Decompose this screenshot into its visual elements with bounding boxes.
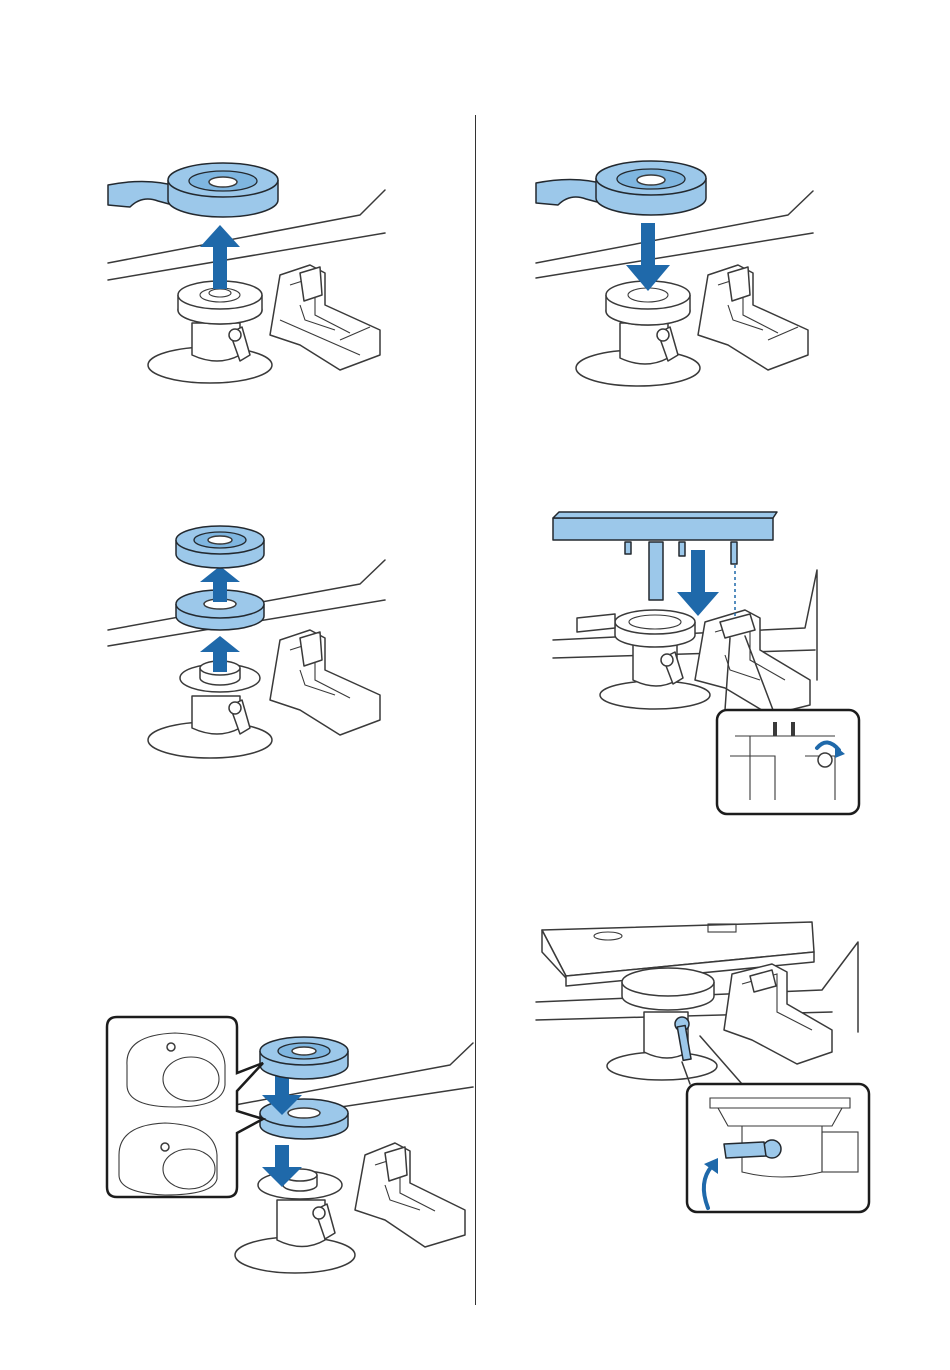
screw-icon (818, 753, 832, 767)
figure-4-attach-platen (545, 510, 865, 820)
bracket-assembly (698, 265, 808, 370)
figure-1-remove-spacer (100, 155, 400, 400)
spindle-hub (622, 968, 714, 1010)
bracket-assembly (270, 630, 380, 735)
bracket-assembly (695, 610, 810, 715)
zoom-inset-screw (717, 710, 859, 814)
bracket-assembly (724, 964, 832, 1064)
pin-icon (161, 1143, 169, 1151)
zoom-inset-ring-alignment (107, 1017, 263, 1197)
upper-ring (260, 1037, 348, 1079)
figure-2-install-spacer (528, 163, 828, 403)
zoom-inset-lever (687, 1084, 869, 1212)
bracket-assembly (270, 265, 380, 370)
spindle-hub (615, 610, 695, 647)
figure-5-place-rings (105, 1015, 475, 1280)
pin-icon (167, 1043, 175, 1051)
figure-6-tighten-lever (532, 912, 872, 1218)
upper-ring (176, 526, 264, 568)
figure-3-remove-rings (100, 518, 400, 768)
arrow-up-icon (200, 225, 240, 289)
bracket-assembly (355, 1143, 465, 1247)
arrow-down-icon (677, 550, 719, 616)
spacer-with-handle (536, 161, 706, 215)
platen-board (553, 512, 777, 600)
column-divider (475, 115, 476, 1305)
spacer-with-handle (108, 163, 278, 217)
